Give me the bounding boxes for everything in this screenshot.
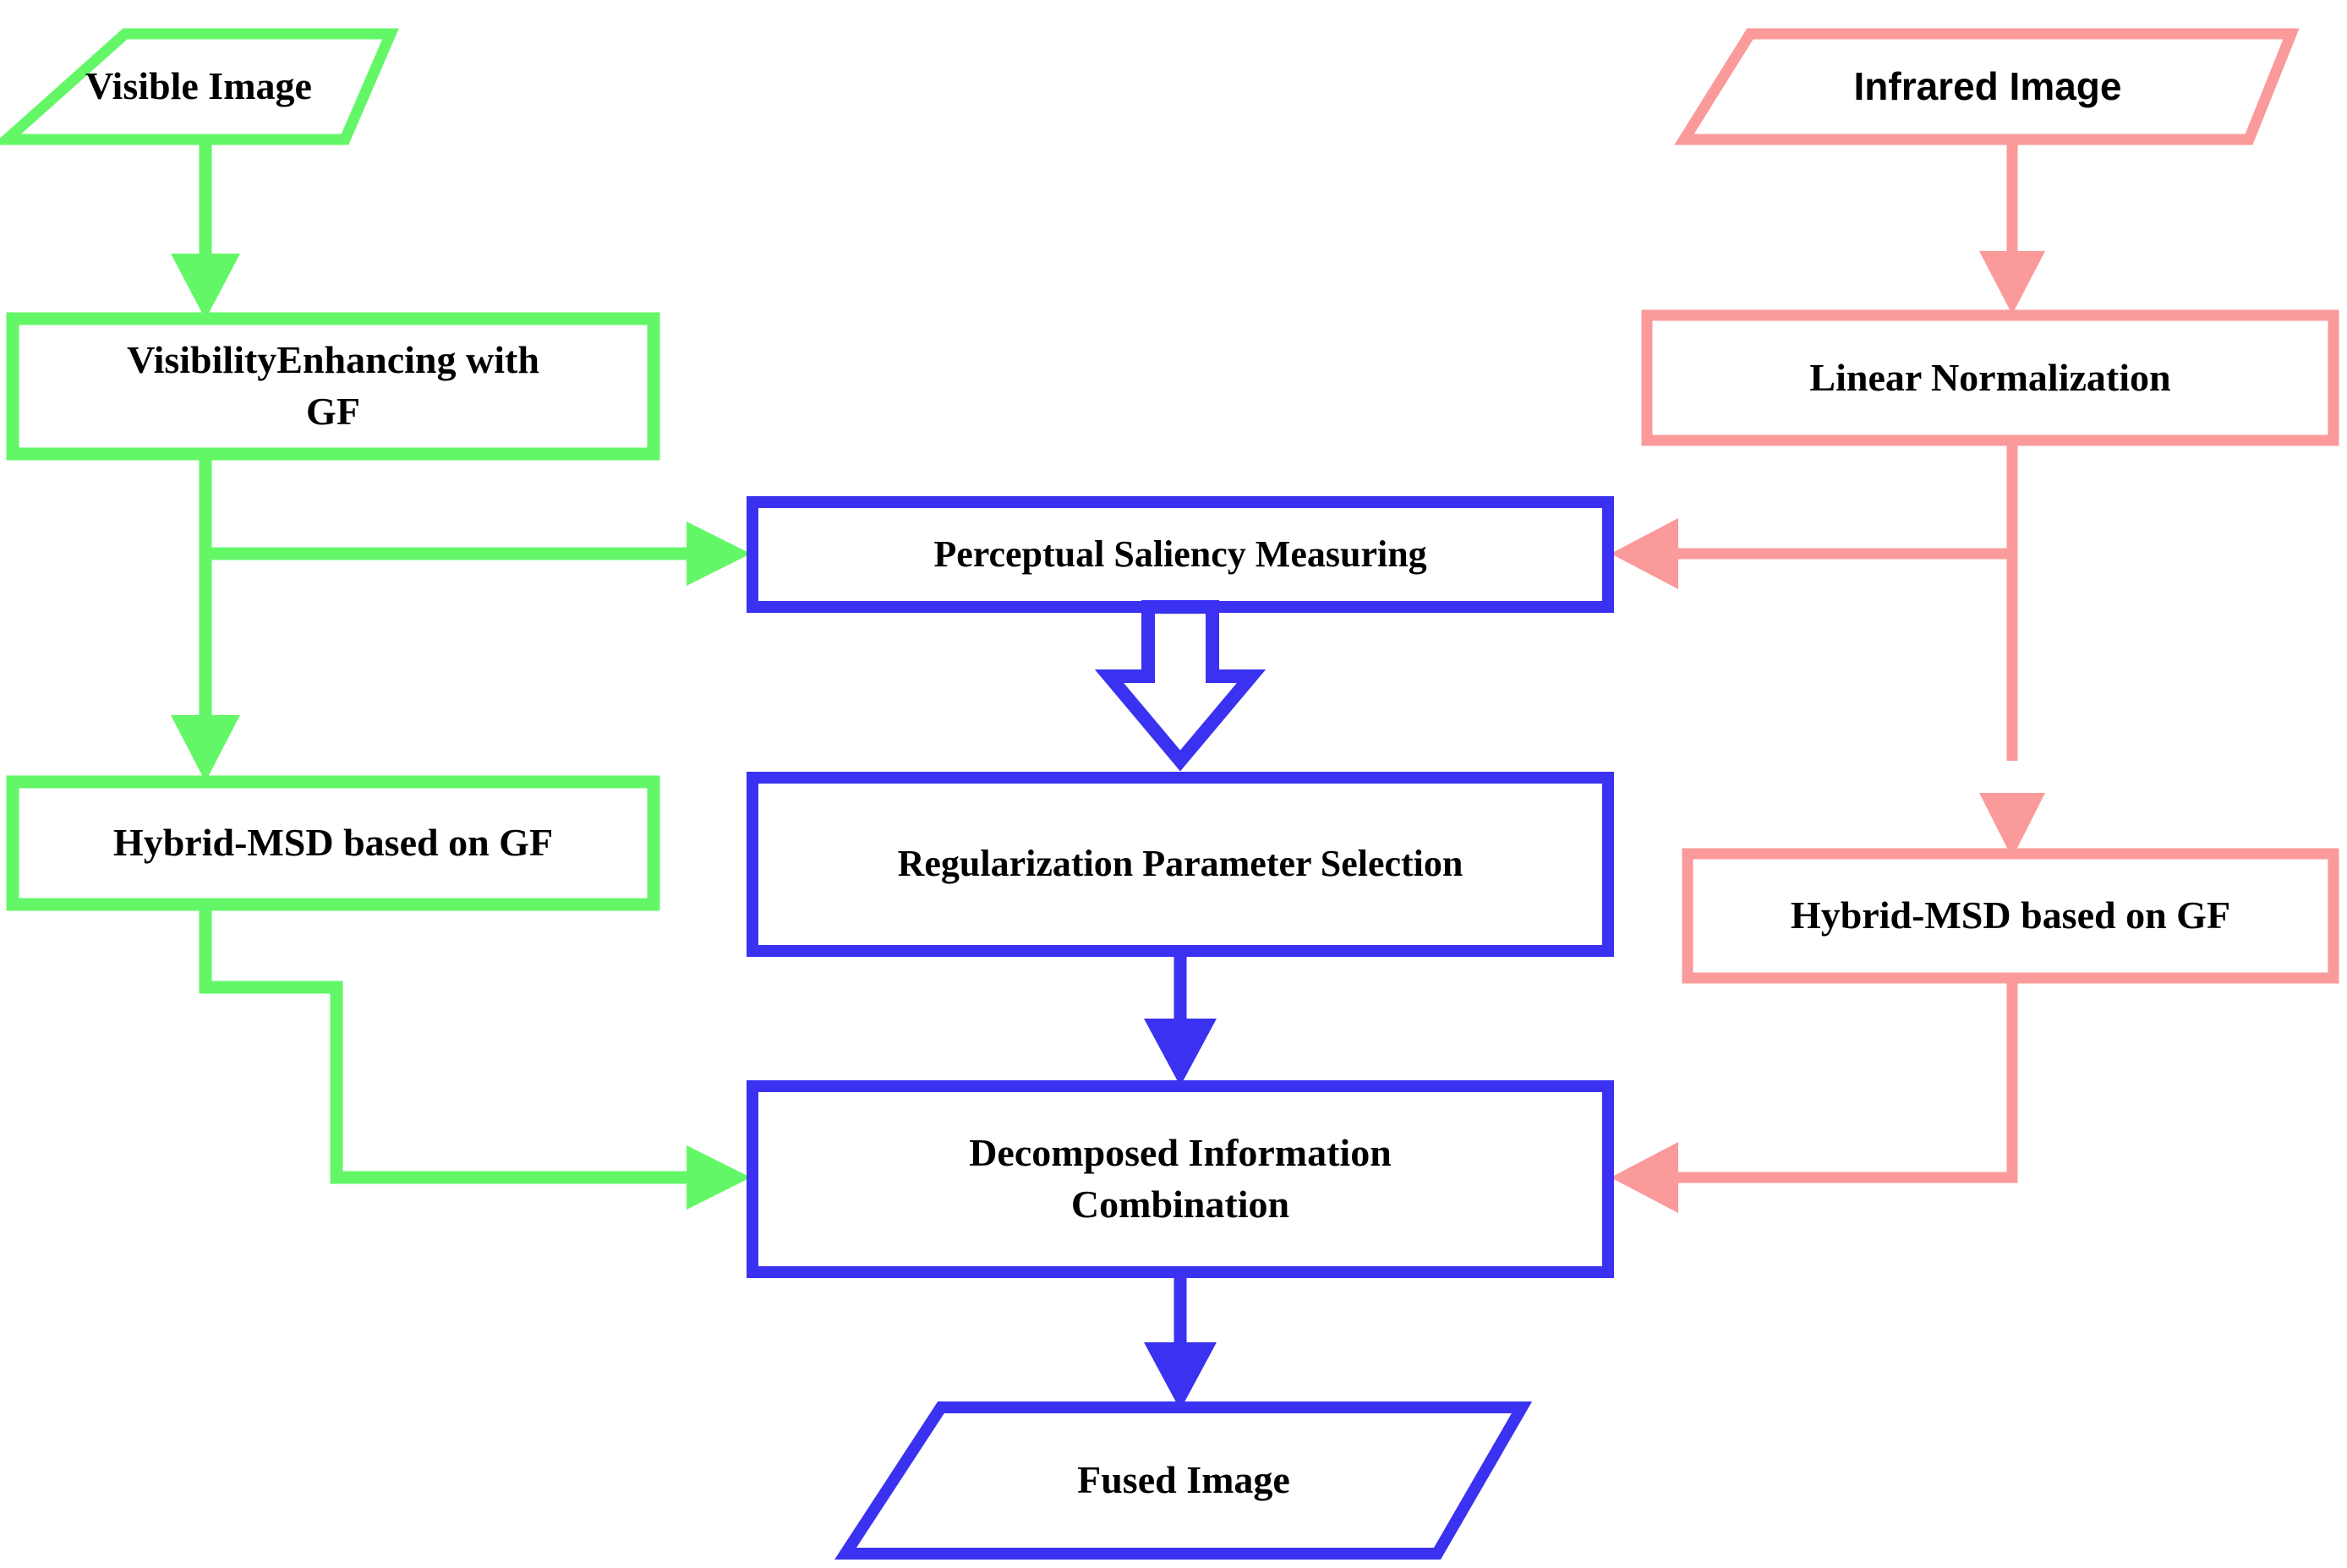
edge-saliency-to-regularization (1094, 600, 1267, 772)
node-shape-perceptual-saliency-measuring[interactable] (747, 496, 1614, 613)
node-shape-hybrid-msd-right[interactable] (1682, 848, 2339, 984)
edge-normalization-trunk (1611, 440, 2045, 858)
node-shape-visibility-enhancing-gf[interactable] (6, 312, 660, 461)
edge-hybridleft-to-combination (199, 904, 751, 1210)
edge-regularization-to-combination (1144, 951, 1217, 1086)
node-shape-decomposed-information-combination[interactable] (747, 1080, 1614, 1278)
node-shape-visible-image-path[interactable] (0, 28, 399, 145)
node-shape-fused-image[interactable] (834, 1401, 1533, 1560)
visible-branch-group (0, 28, 751, 1210)
node-shape-regularization-parameter-selection[interactable] (747, 772, 1614, 957)
edge-infrared-to-normalization (1979, 139, 2045, 314)
node-shape-linear-normalization[interactable] (1641, 309, 2339, 446)
infrared-branch-group (1611, 28, 2339, 1213)
node-shape-hybrid-msd-left[interactable] (6, 775, 660, 911)
edge-hybridright-to-combination (1611, 978, 2018, 1213)
edge-enhance-trunk (171, 454, 751, 782)
edge-combination-to-fused (1144, 1272, 1217, 1410)
edge-visible-to-enhance (171, 139, 240, 320)
fusion-branch-group (747, 496, 1614, 1560)
node-shape-infrared-image[interactable] (1674, 28, 2300, 145)
